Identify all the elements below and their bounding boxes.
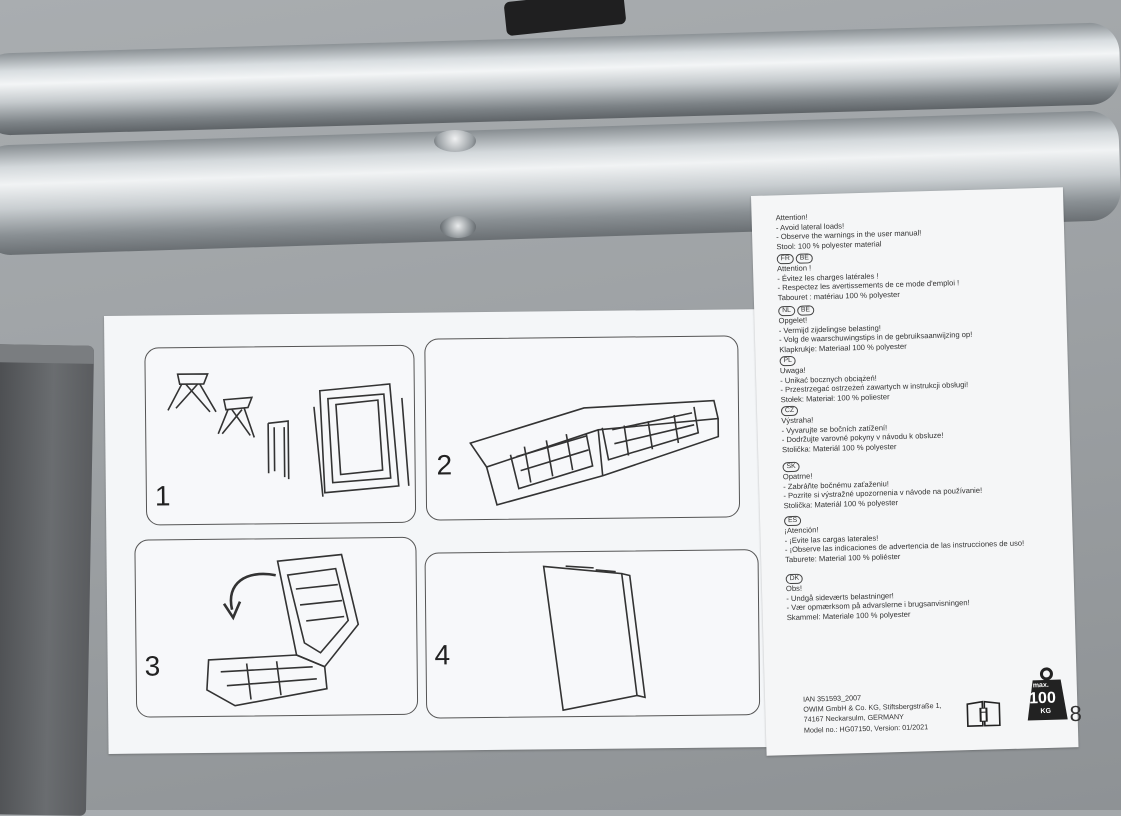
folded-table-open-illustration xyxy=(469,399,720,506)
language-code-badge: BE xyxy=(795,253,814,264)
rivet-bottom xyxy=(440,216,476,238)
read-manual-icon xyxy=(966,700,1001,727)
weight-value: 100 xyxy=(1028,689,1057,708)
language-code-badge: CZ xyxy=(780,405,799,417)
step-number-4: 4 xyxy=(434,639,451,671)
folding-table-illustration xyxy=(206,553,360,707)
max-load-weight-icon: max. 100 KG xyxy=(1026,665,1068,722)
language-code-badge: NL xyxy=(778,305,796,317)
instruction-sticker: 1 2 3 xyxy=(104,308,803,754)
page-number: 8 xyxy=(1069,700,1083,727)
language-code-badge: FR xyxy=(776,253,794,265)
black-strap xyxy=(503,0,627,37)
manufacturer-info: IAN 351593_2007 OWIM GmbH & Co. KG, Stif… xyxy=(803,691,942,736)
step-number-3: 3 xyxy=(144,650,161,682)
step-panel-1: 1 xyxy=(144,344,417,526)
stool-frames-illustration xyxy=(167,373,410,497)
step-panel-2: 2 xyxy=(424,335,741,521)
language-code-badge: SK xyxy=(782,461,800,473)
warning-sticker: Attention!- Avoid lateral loads!- Observ… xyxy=(751,187,1083,756)
step-panel-3: 3 xyxy=(134,536,419,718)
step-panel-4: 4 xyxy=(424,549,761,719)
step-number-2: 2 xyxy=(436,449,453,481)
folded-case-illustration xyxy=(542,565,646,712)
language-block: ES¡Atención!- ¡Evite las cargas laterale… xyxy=(783,507,1075,564)
step-number-1: 1 xyxy=(154,480,171,512)
language-code-badge: BE xyxy=(796,305,815,316)
weight-max-label: max. xyxy=(1032,681,1049,690)
language-block: Attention!- Avoid lateral loads!- Observ… xyxy=(775,205,1066,251)
language-code-badge: DK xyxy=(785,573,804,585)
language-code-badge: ES xyxy=(783,515,802,527)
rivet-top xyxy=(434,130,476,152)
weight-unit: KG xyxy=(1040,707,1052,716)
language-code-badge: PL xyxy=(779,355,797,367)
stool-fabric xyxy=(0,344,95,816)
